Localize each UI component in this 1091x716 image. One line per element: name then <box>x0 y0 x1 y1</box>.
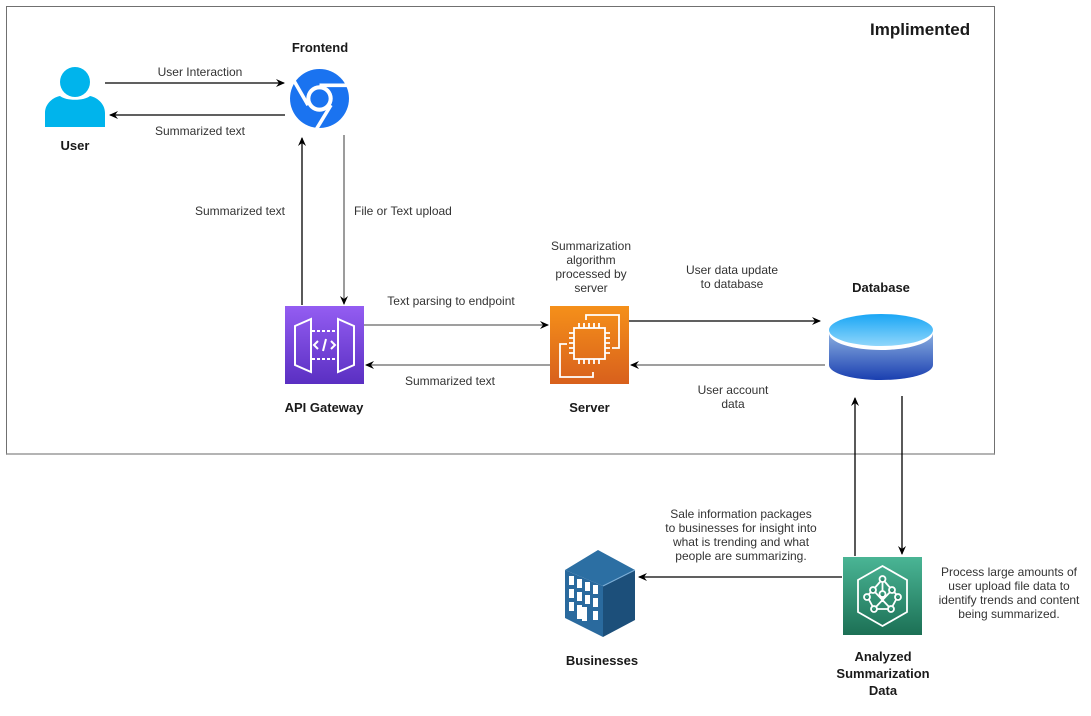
api-gateway-label: API Gateway <box>284 400 364 415</box>
analyzed-label-line-1: Analyzed <box>854 649 912 664</box>
frontend-label: Frontend <box>291 40 349 55</box>
label-user-interaction: User Interaction <box>157 65 243 79</box>
label-db-to-server: User account data <box>683 383 783 411</box>
analyzed-note-line-1: Process large amounts of <box>940 565 1078 579</box>
sale-info-line-1: Sale information packages <box>670 507 812 521</box>
database-label: Database <box>852 280 910 295</box>
analyzed-data-node[interactable] <box>843 557 922 635</box>
server-to-db-line-1: User data update <box>685 263 779 277</box>
label-server-note: Summarization algorithm processed by ser… <box>540 239 642 295</box>
server-note-line-2: algorithm <box>566 253 616 267</box>
label-analyzed-to-businesses: Sale information packages to businesses … <box>655 507 827 563</box>
user-icon <box>45 67 105 127</box>
database-cylinder-icon <box>829 314 933 380</box>
user-node[interactable] <box>44 65 106 127</box>
chrome-browser-icon <box>290 69 349 130</box>
server-node[interactable] <box>550 306 629 384</box>
api-gateway-icon <box>285 306 364 384</box>
analyzed-note-line-4: being summarized. <box>958 607 1060 621</box>
api-gateway-node[interactable] <box>285 306 364 384</box>
user-label: User <box>60 138 90 153</box>
db-to-server-line-1: User account <box>697 383 769 397</box>
label-analyzed-note: Process large amounts of user upload fil… <box>932 565 1086 621</box>
analyzed-data-label: Analyzed Summarization Data <box>822 648 944 699</box>
analyzed-note-line-2: user upload file data to <box>948 579 1070 593</box>
implemented-group-container <box>6 6 995 455</box>
ec2-server-icon <box>550 306 629 384</box>
analyzed-label-line-3: Data <box>868 683 898 698</box>
label-api-to-server: Text parsing to endpoint <box>387 294 515 308</box>
analyzed-note-line-3: identify trends and content <box>938 593 1080 607</box>
analyzed-label-line-2: Summarization <box>836 666 930 681</box>
sale-info-line-4: people are summarizing. <box>675 549 807 563</box>
server-note-line-1: Summarization <box>550 239 632 253</box>
businesses-node[interactable] <box>563 548 637 638</box>
db-to-server-line-2: data <box>721 397 745 411</box>
database-node[interactable] <box>828 313 934 381</box>
label-server-to-db: User data update to database <box>672 263 792 291</box>
server-label: Server <box>569 400 610 415</box>
server-to-db-line-2: to database <box>700 277 764 291</box>
machine-learning-icon <box>843 557 922 635</box>
group-title: Implimented <box>870 20 971 39</box>
frontend-node[interactable] <box>289 68 350 130</box>
server-note-line-3: processed by <box>555 267 627 281</box>
server-note-line-4: server <box>574 281 608 295</box>
office-building-icon <box>565 550 636 637</box>
sale-info-line-3: what is trending and what <box>672 535 810 549</box>
label-frontend-to-user: Summarized text <box>154 124 246 138</box>
sale-info-line-2: to businesses for insight into <box>665 521 817 535</box>
businesses-label: Businesses <box>565 653 639 668</box>
label-server-to-api: Summarized text <box>404 374 496 388</box>
label-api-to-frontend: Summarized text <box>194 204 286 218</box>
label-frontend-to-api: File or Text upload <box>354 204 452 218</box>
